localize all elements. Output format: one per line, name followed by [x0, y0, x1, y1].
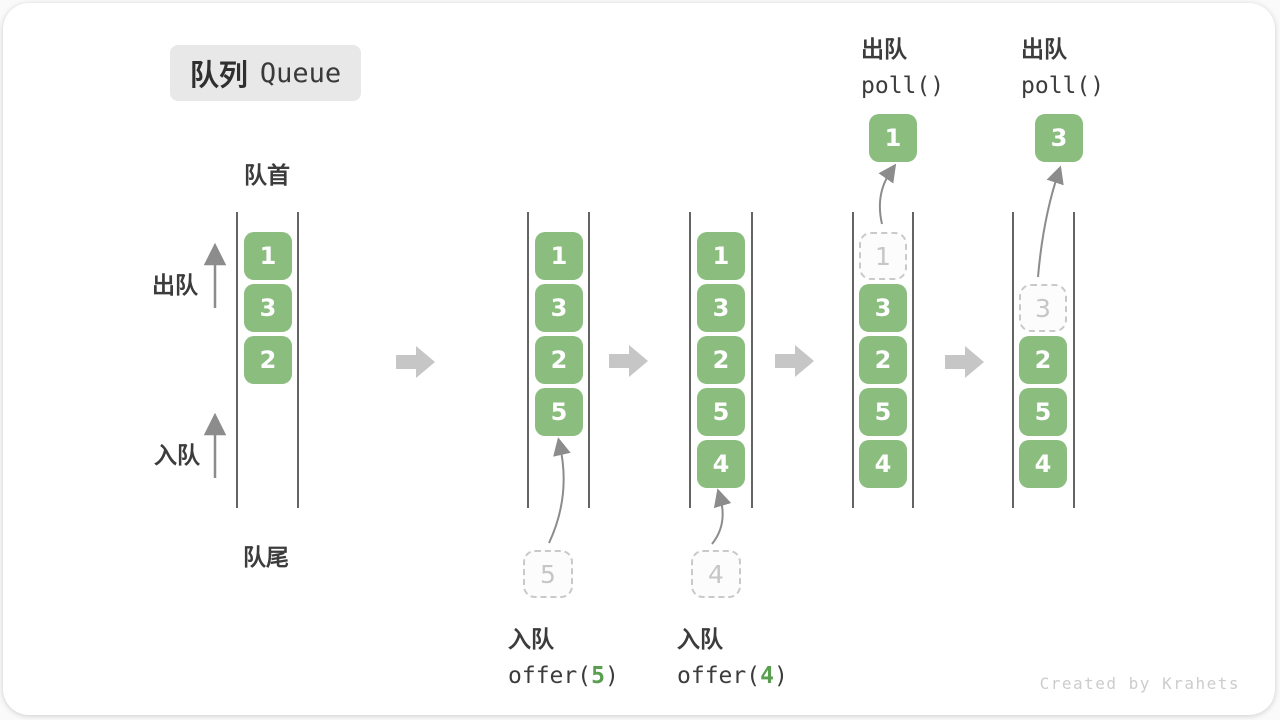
incoming-item-dashed: 5: [523, 550, 573, 598]
operation-code: offer(5): [508, 663, 619, 689]
queue-item: 2: [244, 336, 292, 384]
state-transition-arrow-icon: [775, 345, 814, 377]
queue-item: 5: [859, 388, 907, 436]
watermark: Created by Krahets: [1039, 674, 1240, 693]
queue-item: 2: [535, 336, 583, 384]
queue-item: 2: [859, 336, 907, 384]
queue-item: 1: [535, 232, 583, 280]
queue-item: 1: [244, 232, 292, 280]
channel-line: [527, 212, 529, 508]
operation-name: 出队: [1021, 36, 1067, 62]
state-transition-arrow-icon: [609, 345, 648, 377]
queue-item: 4: [1019, 440, 1067, 488]
queue-item: 4: [859, 440, 907, 488]
channel-line: [1012, 212, 1014, 508]
operation-name: 出队: [861, 36, 907, 62]
state-transition-arrow-icon: [945, 346, 984, 378]
channel-line: [588, 212, 590, 508]
dequeued-item: 3: [1035, 114, 1083, 162]
queue-item: 3: [697, 284, 745, 332]
queue-item: 3: [535, 284, 583, 332]
operation-code: poll(): [1021, 73, 1105, 99]
title-badge: 队列 Queue: [170, 45, 361, 101]
queue-item: 5: [697, 388, 745, 436]
incoming-item-dashed: 4: [691, 550, 741, 598]
channel-line: [852, 212, 854, 508]
channel-line: [297, 212, 299, 508]
queue-item: 5: [535, 388, 583, 436]
channel-line: [751, 212, 753, 508]
queue-front-label: 队首: [244, 162, 290, 188]
queue-item: 2: [697, 336, 745, 384]
state-transition-arrow-icon: [396, 346, 435, 378]
title-english: Queue: [259, 57, 342, 89]
queue-rear-label: 队尾: [243, 544, 289, 570]
channel-line: [236, 212, 238, 508]
channel-line: [689, 212, 691, 508]
operation-enqueue-5: 入队 offer(5): [508, 620, 619, 689]
dequeue-side-label: 出队: [152, 272, 198, 298]
queue-item: 3: [244, 284, 292, 332]
dequeued-item: 1: [869, 114, 917, 162]
queue-item: 3: [859, 284, 907, 332]
queue-item: 4: [697, 440, 745, 488]
operation-name: 入队: [677, 626, 723, 652]
operation-dequeue-2: 出队 poll(): [1021, 30, 1104, 99]
title-chinese: 队列: [189, 60, 248, 92]
enqueue-side-label: 入队: [154, 442, 200, 468]
queue-item: 5: [1019, 388, 1067, 436]
queue-item: 1: [697, 232, 745, 280]
code-argument: 5: [591, 663, 605, 689]
operation-code: offer(4): [677, 663, 788, 689]
queue-item: 2: [1019, 336, 1067, 384]
removed-item-dashed: 1: [859, 232, 907, 280]
removed-item-dashed: 3: [1019, 284, 1067, 332]
channel-line: [1073, 212, 1075, 508]
code-argument: 4: [760, 663, 774, 689]
operation-code: poll(): [861, 73, 945, 99]
operation-enqueue-4: 入队 offer(4): [677, 620, 788, 689]
operation-dequeue-1: 出队 poll(): [861, 30, 944, 99]
operation-name: 入队: [508, 626, 554, 652]
channel-line: [912, 212, 914, 508]
